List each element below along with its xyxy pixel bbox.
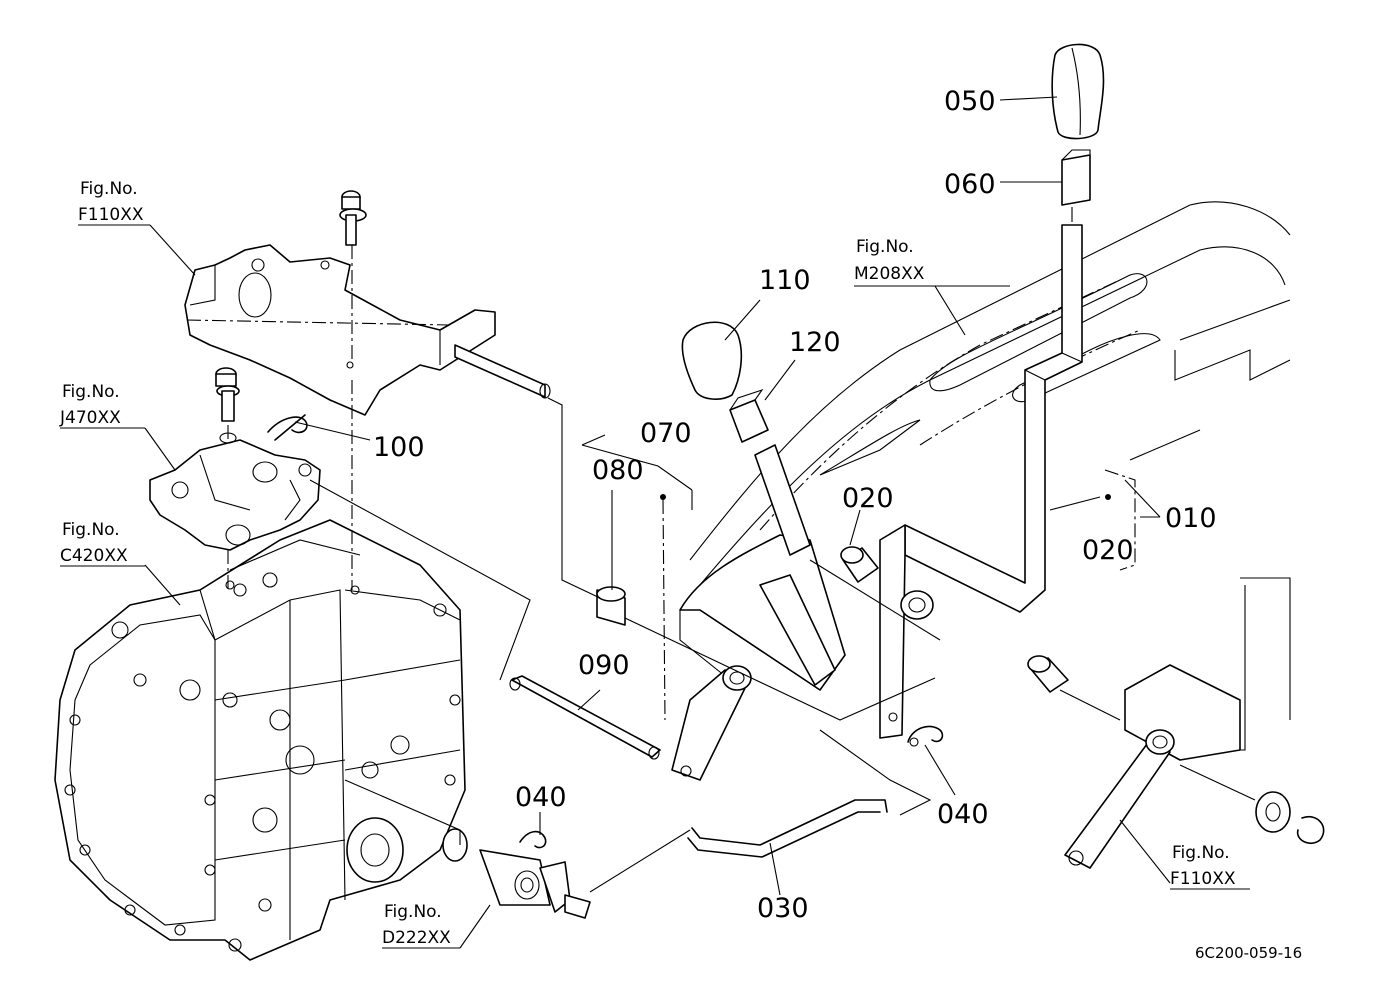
secondary-lever-knob	[681, 321, 769, 443]
label-030: 030	[757, 893, 809, 924]
bushing-020-upper	[840, 546, 879, 583]
label-100: 100	[373, 432, 425, 463]
fig-ref-d222xx-code: D222XX	[382, 928, 451, 948]
bolt-top	[339, 190, 367, 590]
fig-ref-j470xx-prefix: Fig.No.	[62, 382, 120, 402]
fig-ref-c420xx-prefix: Fig.No.	[62, 520, 120, 540]
clip-040-right	[907, 725, 944, 747]
label-080: 080	[592, 455, 644, 486]
fig-ref-m208xx-prefix: Fig.No.	[856, 237, 914, 257]
fig-ref-m208xx-code: M208XX	[854, 264, 925, 284]
fig-ref-f110xx-top-code: F110XX	[78, 205, 144, 225]
secondary-lever	[671, 444, 846, 781]
rod-030	[687, 799, 888, 858]
bushing-080	[596, 586, 626, 626]
fig-ref-c420xx-code: C420XX	[60, 546, 128, 566]
fig-ref-f110xx-top-prefix: Fig.No.	[80, 179, 138, 199]
main-lever-knob	[1051, 43, 1105, 222]
fig-ref-f110xx-bottom-code: F110XX	[1170, 869, 1236, 889]
right-lever	[1064, 664, 1325, 869]
main-shift-lever	[879, 224, 1083, 739]
label-110: 110	[759, 265, 811, 296]
valve-block	[149, 367, 321, 590]
fig-ref-d222xx-prefix: Fig.No.	[384, 902, 442, 922]
label-040-right: 040	[937, 799, 989, 830]
bushing-020-lower	[1027, 655, 1069, 693]
label-010: 010	[1165, 503, 1217, 534]
assembly-lines	[186, 319, 1256, 893]
clip-100	[267, 414, 308, 441]
drawing-code: 6C200-059-16	[1195, 944, 1302, 962]
gearbox-housing	[54, 519, 466, 961]
label-050: 050	[944, 86, 996, 117]
leader-lines	[144, 96, 1171, 949]
cover-plate	[184, 244, 551, 416]
pin-040-upper	[442, 828, 591, 919]
fig-ref-f110xx-bottom-prefix: Fig.No.	[1172, 843, 1230, 863]
label-020-mid: 020	[842, 483, 894, 514]
label-060: 060	[944, 169, 996, 200]
rod-090	[509, 675, 661, 760]
label-020-right: 020	[1082, 535, 1134, 566]
label-040-upper: 040	[515, 782, 567, 813]
part-labels: 050 060 110 120 070 080 100 020 010 020 …	[373, 86, 1217, 924]
figure-refs: Fig.No. F110XX Fig.No. J470XX Fig.No. C4…	[59, 179, 1250, 949]
label-090: 090	[578, 650, 630, 681]
label-120: 120	[789, 327, 841, 358]
fig-ref-j470xx-code: J470XX	[59, 408, 121, 428]
label-070: 070	[640, 418, 692, 449]
